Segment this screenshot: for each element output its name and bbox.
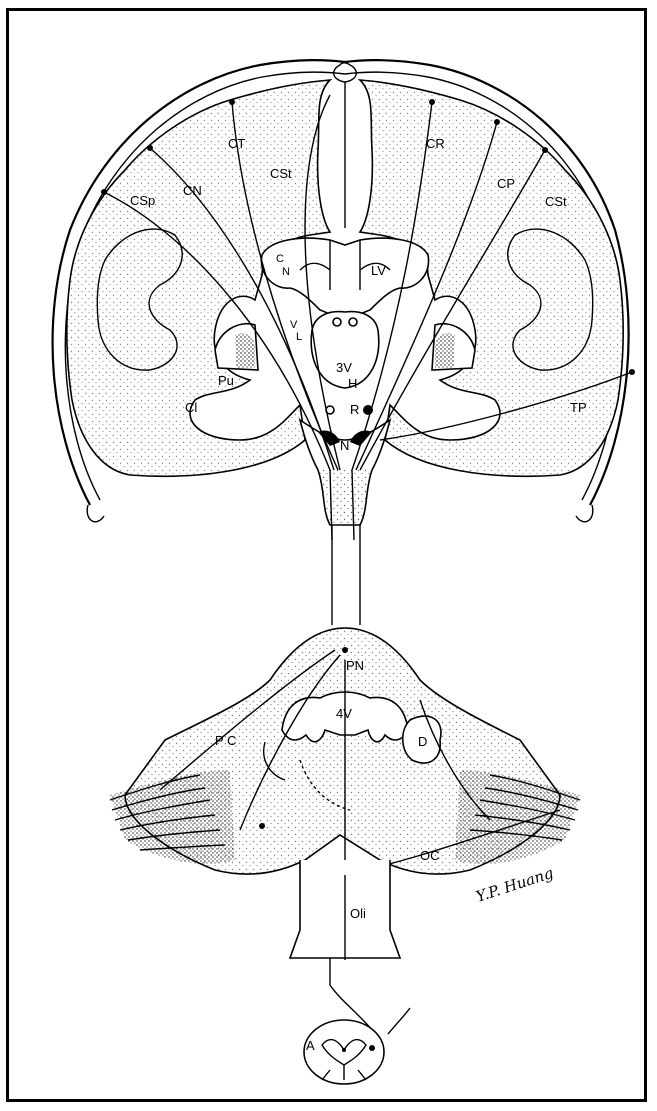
label-r: R xyxy=(350,402,359,417)
label-cl: Cl xyxy=(185,400,197,415)
cerebrum-section xyxy=(53,60,635,540)
longitudinal-fissure xyxy=(334,63,357,228)
descending-column xyxy=(332,525,360,625)
cerebellar-folia-right xyxy=(455,770,580,864)
label-ct: CT xyxy=(228,136,245,151)
label-cp: CP xyxy=(497,176,515,191)
label-pu: Pu xyxy=(218,373,234,388)
label-a: A xyxy=(306,1038,315,1053)
label-pn: PN xyxy=(346,658,364,673)
spinal-connection xyxy=(330,958,372,1030)
cerebellum-section xyxy=(110,628,580,960)
label-oli: Oli xyxy=(350,906,366,921)
label-cst-right: CSt xyxy=(545,194,567,209)
label-cr: CR xyxy=(426,136,445,151)
label-cst-left: CSt xyxy=(270,166,292,181)
cerebellar-folia-left xyxy=(110,770,235,864)
label-tp: TP xyxy=(570,400,587,415)
label-n-caudate: N xyxy=(282,266,290,278)
label-pc: P C xyxy=(215,733,236,748)
label-c: C xyxy=(276,253,284,265)
label-h: H xyxy=(348,376,357,391)
label-third-ventricle: 3V xyxy=(336,360,352,375)
spinal-cord-section xyxy=(304,1020,384,1084)
label-l: L xyxy=(296,331,302,343)
artist-signature: Y.P. Huang xyxy=(474,864,556,906)
label-n-nigra: N xyxy=(340,438,349,453)
label-v: V xyxy=(290,319,298,331)
third-ventricle xyxy=(311,312,379,388)
label-csp: CSp xyxy=(130,193,155,208)
label-fourth-ventricle: 4V xyxy=(336,706,352,721)
label-cn: CN xyxy=(183,183,202,198)
label-lv: LV xyxy=(371,263,386,278)
label-d: D xyxy=(418,734,427,749)
label-oc: OC xyxy=(420,848,440,863)
